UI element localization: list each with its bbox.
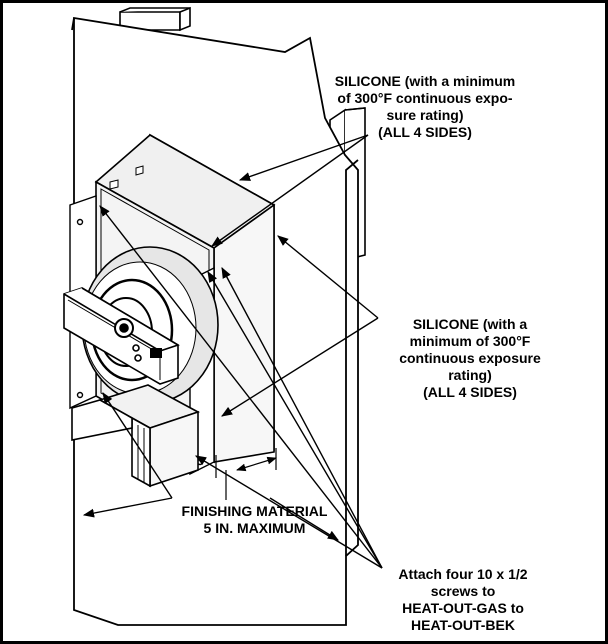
callout-line: Attach four 10 x 1/2 <box>398 566 528 582</box>
callout-line: SILICONE (with a minimum <box>334 73 516 89</box>
motor-bracket <box>63 287 180 385</box>
callout-line: (ALL 4 SIDES) <box>423 384 517 400</box>
dimension-marks <box>215 448 277 500</box>
callout-line: FINISHING MATERIAL <box>181 503 328 519</box>
bottom-duct <box>71 384 201 488</box>
leader-silicone-top <box>211 134 369 247</box>
callout-line: of 300°F continuous expo- <box>337 90 513 106</box>
screws-callout: Attach four 10 x 1/2 screws to HEAT-OUT-… <box>368 566 558 634</box>
silicone-top-callout: SILICONE (with a minimum of 300°F contin… <box>300 73 550 141</box>
leader-silicone-mid <box>221 235 379 417</box>
leader-screws <box>99 205 383 569</box>
callout-line: rating) <box>448 367 492 383</box>
silicone-mid-callout: SILICONE (with a minimum of 300°F contin… <box>370 316 570 401</box>
callout-line: screws to <box>430 583 496 599</box>
callout-line: HEAT-OUT-BEK <box>411 617 515 633</box>
callout-line: sure rating) <box>386 107 464 123</box>
callout-line: 5 IN. MAXIMUM <box>203 520 306 536</box>
finishing-material-callout: FINISHING MATERIAL 5 IN. MAXIMUM <box>152 503 357 537</box>
callout-line: minimum of 300°F <box>409 333 531 349</box>
callout-line: continuous exposure <box>399 350 541 366</box>
leader-finishing <box>82 392 339 541</box>
callout-line: HEAT-OUT-GAS to <box>402 600 524 616</box>
callout-line: (ALL 4 SIDES) <box>378 124 472 140</box>
callout-line: SILICONE (with a <box>412 316 528 332</box>
